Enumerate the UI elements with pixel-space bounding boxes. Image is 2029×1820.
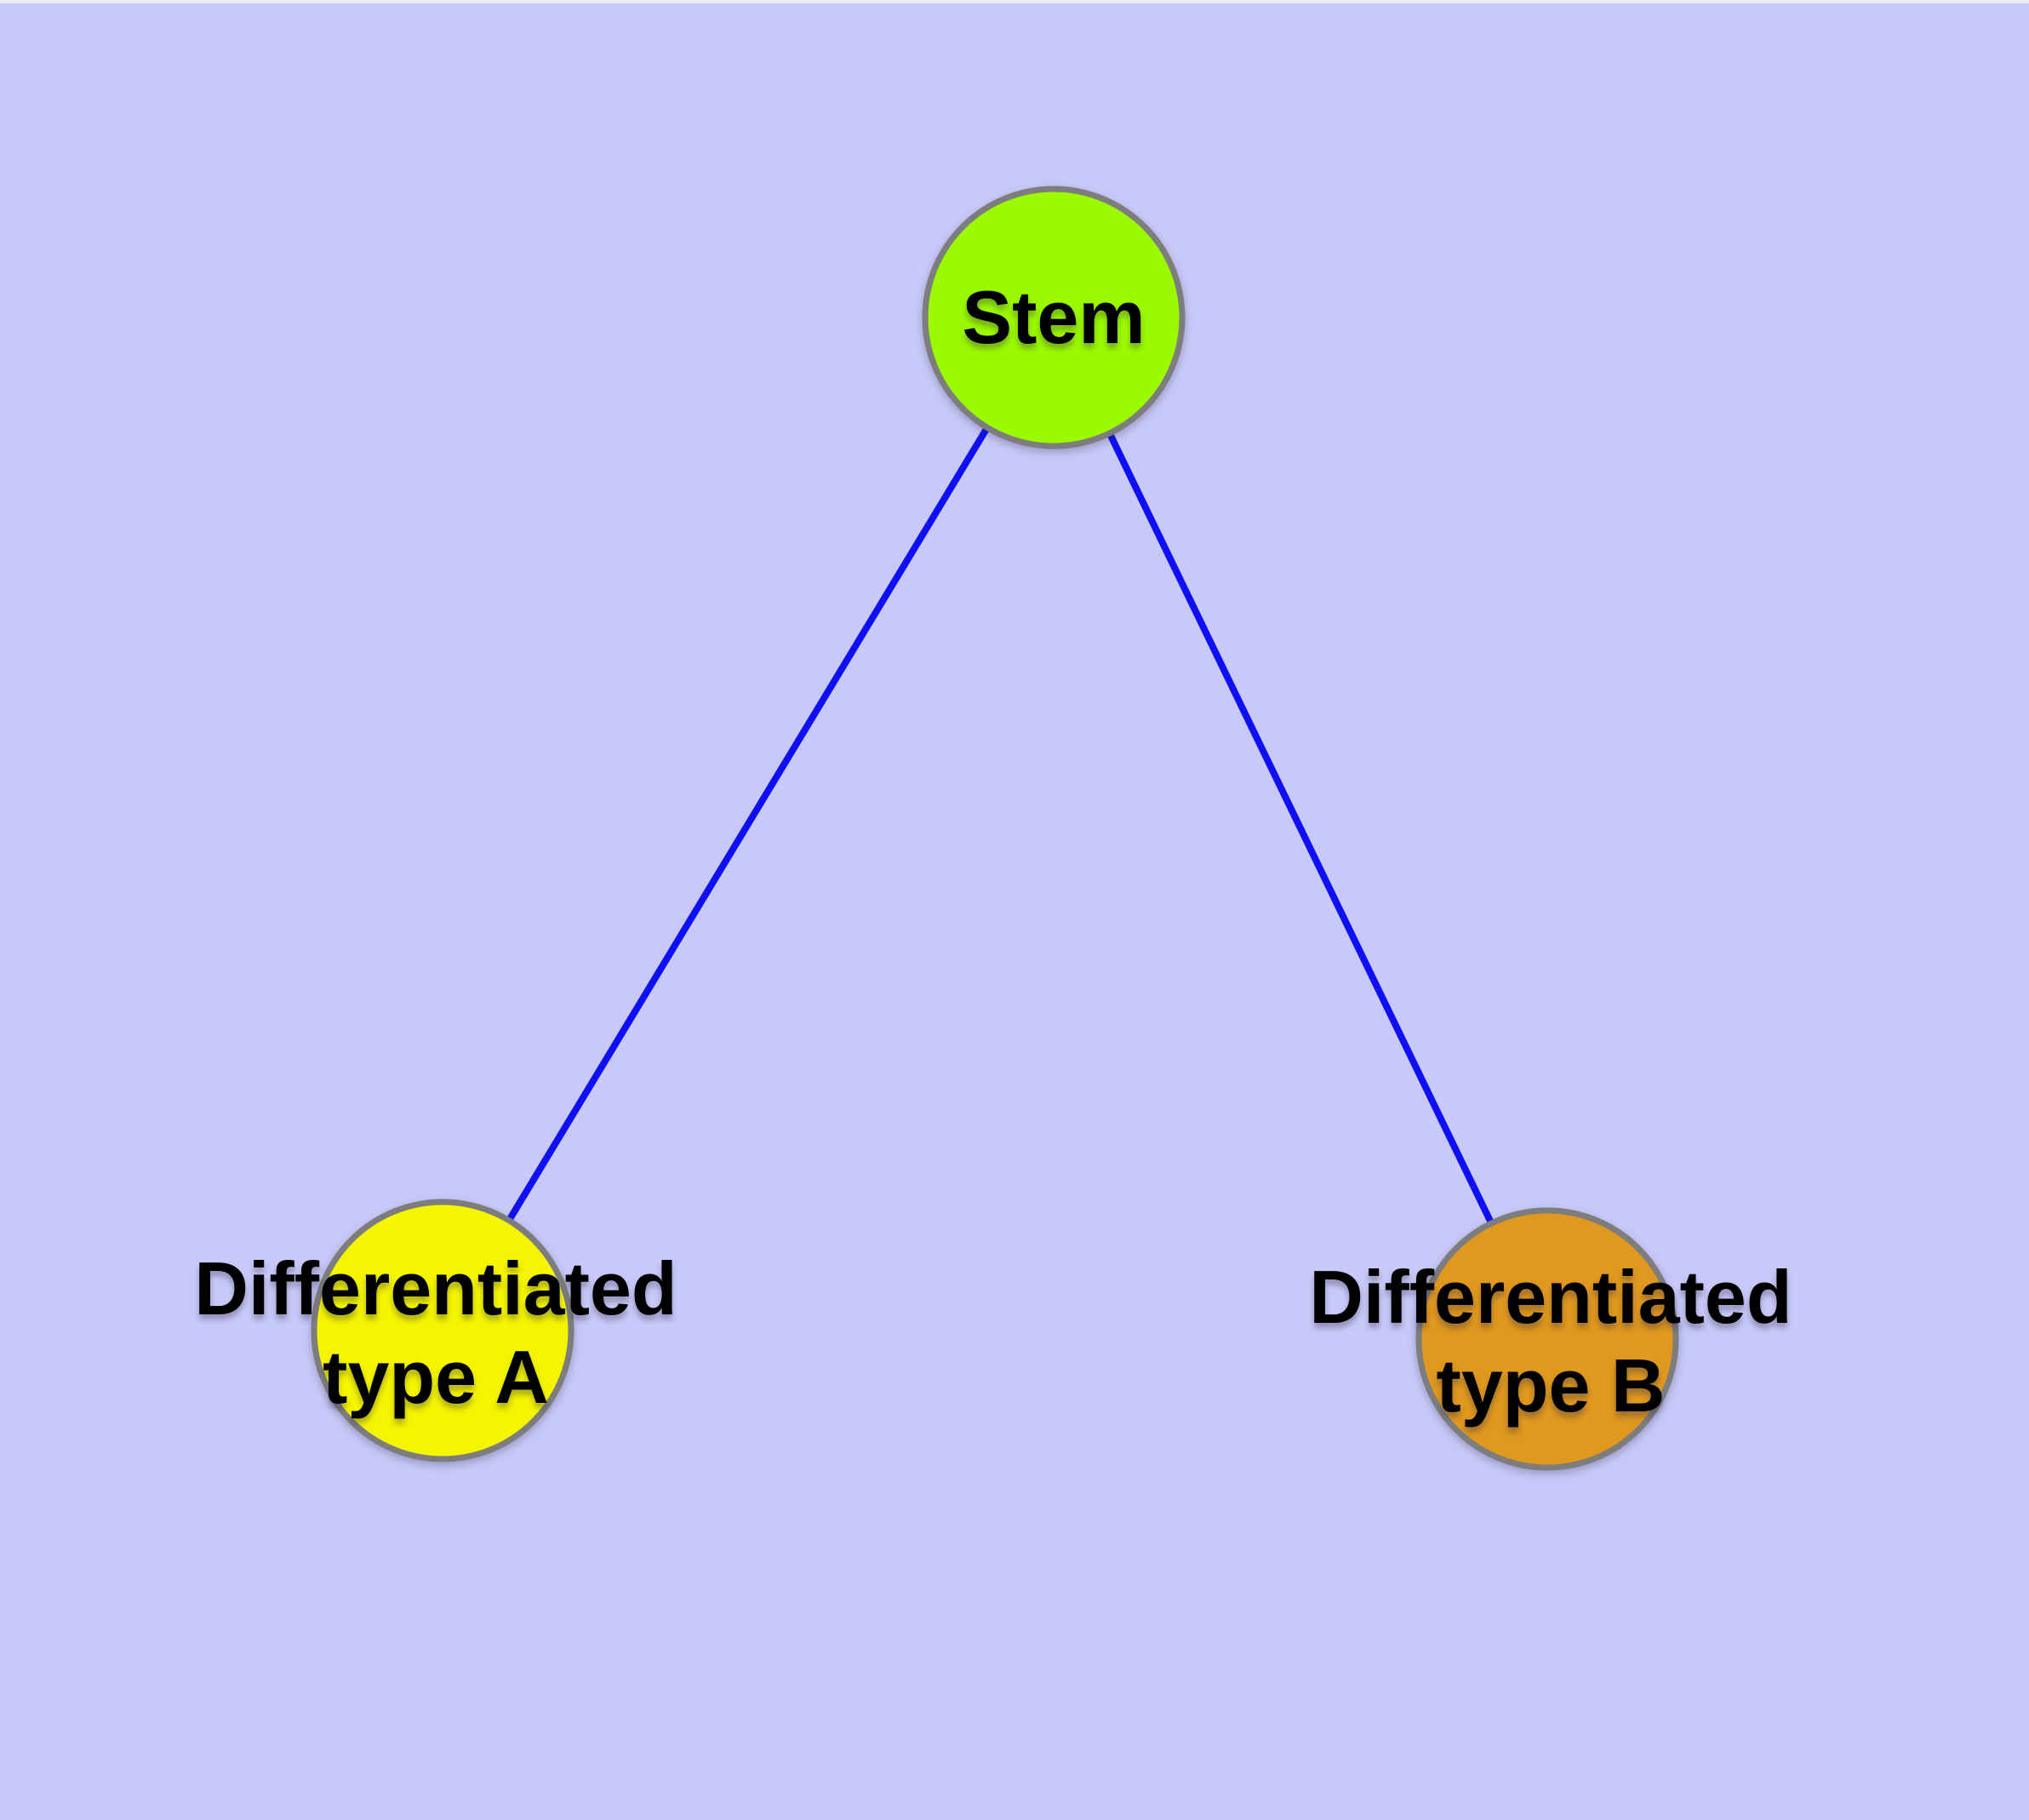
edge-stem-to-type-b [1050, 316, 1551, 1341]
node-stem[interactable] [922, 186, 1186, 449]
node-differentiated-type-a[interactable] [311, 1199, 574, 1462]
window-top-edge [0, 0, 2029, 3]
node-differentiated-type-b[interactable] [1415, 1207, 1679, 1471]
edge-stem-to-type-a [439, 315, 1057, 1333]
